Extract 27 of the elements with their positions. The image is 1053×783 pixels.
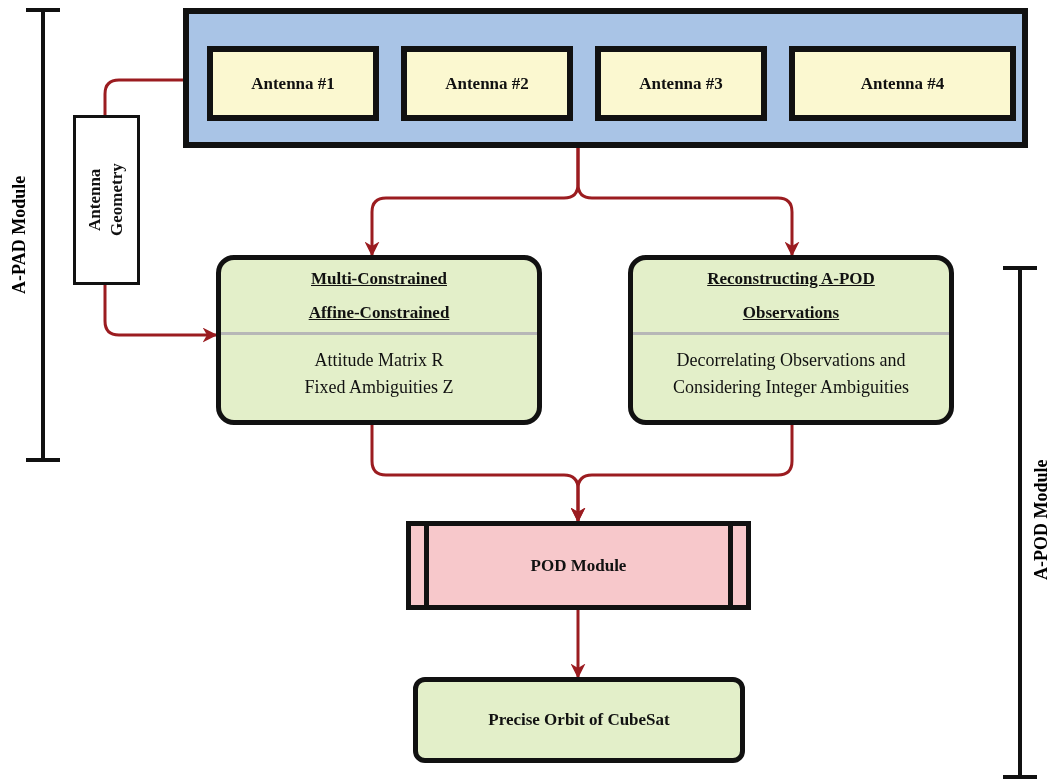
node-label: Antenna #2 <box>445 73 529 94</box>
process-box <box>628 255 954 425</box>
arrow <box>570 425 794 523</box>
module-label: A-PAD Module <box>8 174 30 297</box>
antenna-box <box>207 46 379 121</box>
node-label: Antenna Geometry <box>84 162 128 239</box>
antenna-box <box>595 46 767 121</box>
node-text: Decorrelating Observations and Considering Integer Ambiguities <box>672 348 910 399</box>
output-box <box>413 677 745 763</box>
node-label: Antenna #4 <box>860 73 945 94</box>
module-label: A-POD Module <box>1030 458 1052 583</box>
antenna-box <box>401 46 573 121</box>
module-panel <box>183 8 1028 148</box>
node-text: Attitude Matrix R Fixed Ambiguities Z <box>303 348 455 399</box>
arrow <box>576 148 800 257</box>
arrow <box>570 610 586 679</box>
process-box <box>216 255 542 425</box>
node-label: POD Module <box>530 555 627 576</box>
node-heading: Reconstructing A-POD Observations <box>706 268 876 324</box>
antenna-box <box>789 46 1016 121</box>
arrow <box>103 285 218 343</box>
node-label: Antenna #1 <box>251 73 335 94</box>
process-box <box>73 115 140 285</box>
node-label: Antenna #3 <box>639 73 723 94</box>
node-label: Precise Orbit of CubeSat <box>488 710 670 730</box>
node-heading: Multi-Constrained Affine-Constrained <box>307 268 451 324</box>
module-box <box>406 521 751 610</box>
